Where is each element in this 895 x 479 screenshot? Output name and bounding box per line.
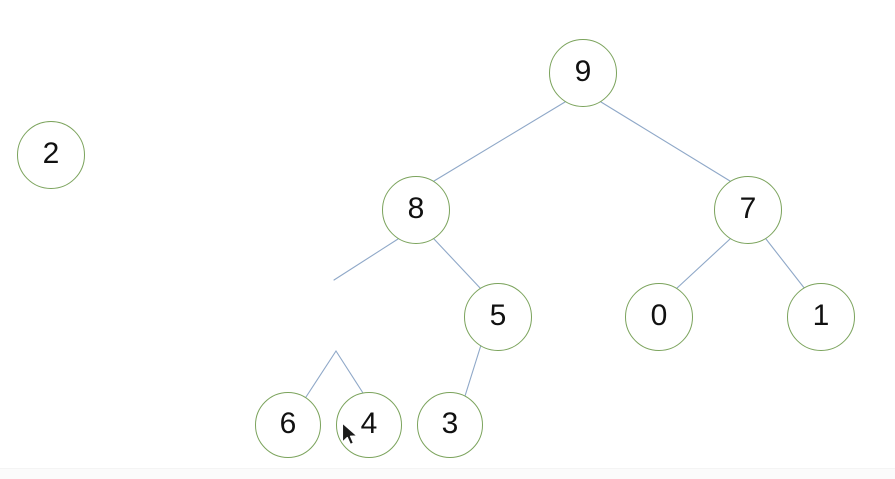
tree-edge: [464, 344, 482, 397]
tree-node-5[interactable]: 5: [464, 283, 532, 351]
tree-node-8[interactable]: 8: [382, 176, 450, 244]
tree-edge: [433, 238, 482, 290]
tree-edge: [600, 101, 731, 182]
tree-edge: [335, 350, 364, 394]
tree-node-7[interactable]: 7: [714, 176, 782, 244]
tree-node-6[interactable]: 6: [255, 392, 321, 458]
tree-node-2[interactable]: 2: [17, 121, 85, 189]
tree-edge: [675, 238, 731, 290]
tree-node-label: 4: [360, 407, 378, 440]
tree-node-label: 3: [441, 407, 459, 440]
tree-edge: [433, 101, 566, 182]
tree-node-4[interactable]: 4: [336, 392, 402, 458]
tree-node-label: 2: [42, 137, 60, 170]
tree-node-label: 7: [739, 192, 757, 225]
tree-node-label: 8: [407, 192, 425, 225]
tree-node-label: 9: [574, 55, 592, 88]
tree-node-0[interactable]: 0: [625, 283, 693, 351]
tree-node-label: 0: [650, 299, 668, 332]
tree-canvas[interactable]: 2 9 8 7 5 0 1 6 4 3: [0, 0, 895, 468]
tree-edge: [765, 238, 806, 290]
tree-node-1[interactable]: 1: [787, 283, 855, 351]
tree-node-label: 1: [812, 299, 830, 332]
tree-node-9[interactable]: 9: [549, 39, 617, 107]
tree-edge: [333, 238, 399, 281]
tree-node-label: 6: [279, 407, 297, 440]
tree-node-3[interactable]: 3: [417, 392, 483, 458]
bottom-status-strip: [0, 468, 895, 479]
tree-node-label: 5: [489, 299, 507, 332]
tree-edge: [305, 350, 337, 398]
